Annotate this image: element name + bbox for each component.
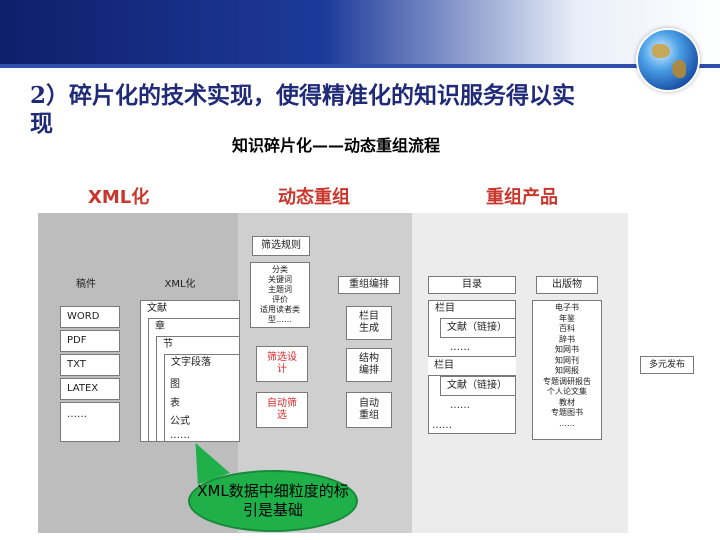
section-title-xml: XML化 [88,187,150,208]
catalog-link: 文献（链接） [440,318,516,338]
catalog-link: 文献（链接） [440,376,516,396]
callout-bubble: XML数据中细粒度的标引是基础 [188,470,358,532]
filter-auto-box: 自动筛选 [256,392,308,428]
manuscript-item: LATEX [60,378,120,400]
xml-level-table: 表 [170,398,180,409]
xml-level-paragraph: 文字段落 [164,354,240,442]
manuscript-item: PDF [60,330,120,352]
slide-title: 2）碎片化的技术实现，使得精准化的知识服务得以实现 [30,82,576,137]
publication-item: 百科 [559,324,575,333]
publication-item: 专题图书 [551,408,583,417]
manuscript-item: …… [60,402,120,442]
reorg-item: 结构编排 [346,348,392,382]
publication-item: 年鉴 [559,313,575,323]
publication-item: 电子书 [555,303,579,312]
manuscript-item: WORD [60,306,120,328]
reorg-item: 栏目生成 [346,306,392,340]
manuscript-item: TXT [60,354,120,376]
rules-line: 主题词 [268,285,292,294]
publication-item: 知网报 [555,366,579,375]
slide-subtitle: 知识碎片化——动态重组流程 [232,136,441,155]
filter-manual-box: 筛选设计 [256,346,308,382]
reorg-item: 自动重组 [346,392,392,428]
globe-logo-icon [636,28,700,92]
publication-item: 知网刊 [555,355,579,365]
catalog-dots: …… [432,420,452,431]
rules-line: 适用读者类 [260,305,300,314]
globe-land-shape [672,60,686,78]
publications-header: 出版物 [536,276,598,294]
rules-line: 关键词 [268,275,292,284]
publication-item: 个人论文集 [547,387,587,396]
reorg-header: 重组编排 [338,276,400,294]
xml-level-more: …… [170,430,190,441]
xml-level-figure: 图 [170,379,180,390]
catalog-header: 目录 [428,276,516,294]
globe-land-shape [652,44,670,58]
section-title-product: 重组产品 [486,187,558,208]
xml-level-formula: 公式 [170,416,190,427]
publication-item: 辞书 [559,334,575,344]
catalog-column-2: 栏目 [428,356,516,376]
publication-item: 专题调研报告 [543,376,591,386]
release-box: 多元发布 [640,356,694,374]
rules-list-box: 分类 关键词 主题词 评价 适用读者类 型…… [250,262,310,328]
catalog-dots: …… [450,400,470,411]
section-title-dynamic: 动态重组 [278,187,350,208]
rules-line: 评价 [272,295,288,304]
publication-item: 知网书 [555,345,579,354]
publications-list: 电子书 年鉴 百科 辞书 知网书 知网刊 知网报 专题调研报告 个人论文集 教材… [532,300,602,440]
rules-box: 筛选规则 [252,236,310,256]
rules-line: 分类 [272,265,288,274]
header-banner [0,0,720,68]
publication-item: 教材 [559,397,575,407]
header-stripe [0,64,720,68]
rules-line: 型…… [268,315,292,324]
manuscript-header: 稿件 [76,279,96,290]
xml-tree-header: XML化 [164,279,196,290]
catalog-dots: …… [450,342,470,353]
publication-item: …… [559,418,575,428]
